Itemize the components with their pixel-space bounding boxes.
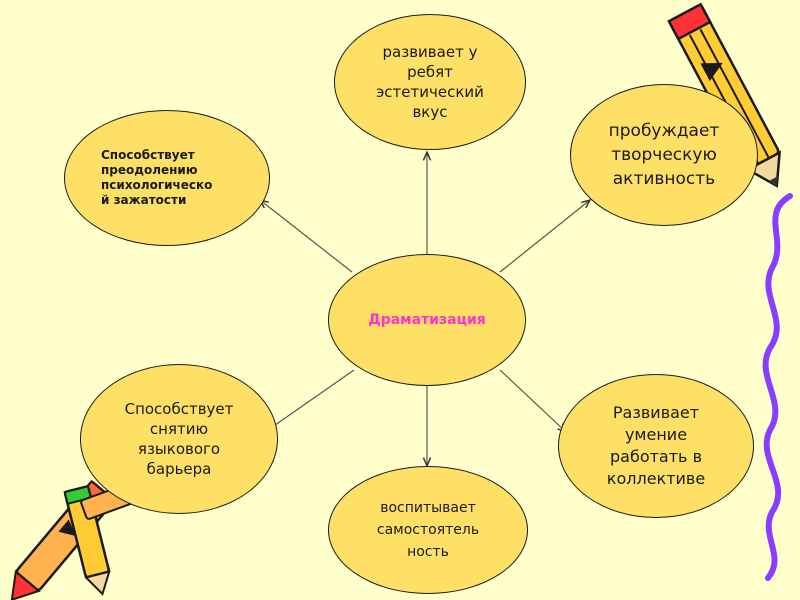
- node-dramatization: Драматизация: [328, 254, 526, 386]
- node-creative-activity: пробуждает творческую активность: [570, 84, 758, 226]
- node-overcome-tension-label: Способствует преодолению психологическо …: [101, 148, 213, 207]
- arrow-to-top-left: [260, 200, 353, 273]
- node-independence: воспитывает самостоятель ность: [328, 466, 528, 594]
- arrow-to-bottom-right: [499, 369, 566, 432]
- node-overcome-tension: Способствует преодолению психологическо …: [64, 110, 270, 246]
- node-dramatization-label: Драматизация: [368, 312, 486, 328]
- node-language-barrier: Способствует снятию языкового барьера: [80, 364, 278, 514]
- crayons-bottom-left-icon: [10, 479, 144, 600]
- node-aesthetic-taste-label: развивает у ребят эстетический вкус: [376, 43, 484, 121]
- arrow-to-top-right: [499, 200, 590, 273]
- node-aesthetic-taste: развивает у ребят эстетический вкус: [334, 14, 526, 150]
- node-language-barrier-label: Способствует снятию языкового барьера: [124, 400, 234, 478]
- node-creative-activity-label: пробуждает творческую активность: [608, 121, 720, 189]
- node-independence-label: воспитывает самостоятель ность: [376, 500, 480, 560]
- wavy-line-icon: [762, 193, 793, 581]
- arrow-to-bottom-left: [268, 369, 355, 430]
- node-teamwork: Развивает умение работать в коллективе: [558, 374, 754, 518]
- node-teamwork-label: Развивает умение работать в коллективе: [606, 403, 706, 488]
